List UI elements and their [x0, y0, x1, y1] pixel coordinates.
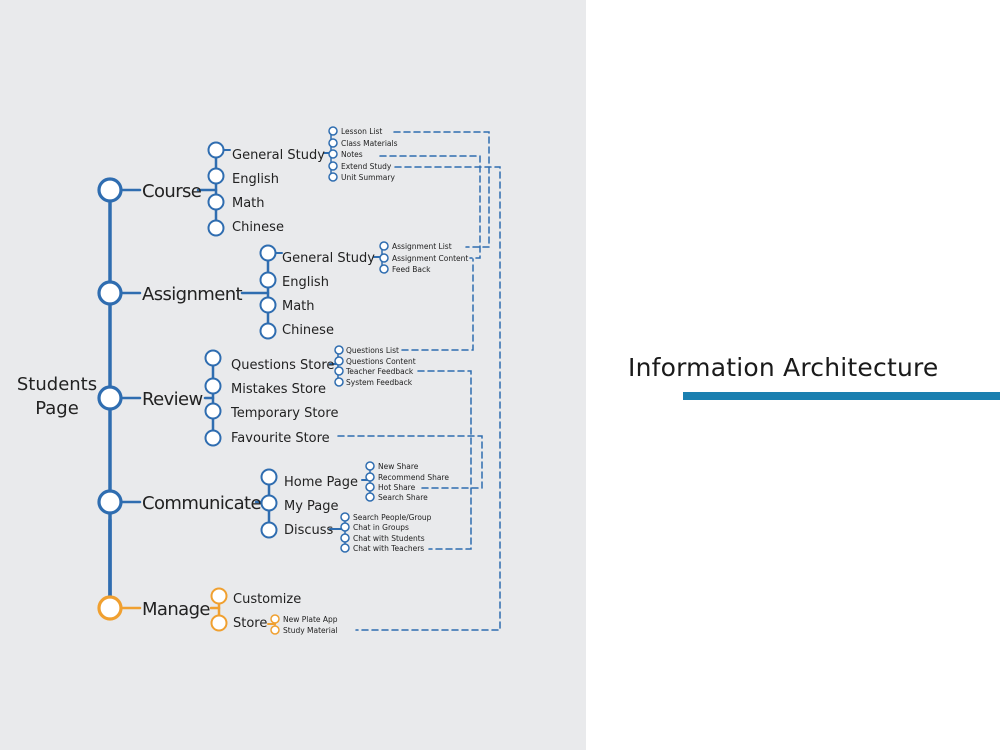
- communicate-leaf-label[interactable]: New Share: [378, 462, 419, 471]
- new-plate-app-node[interactable]: [270, 614, 280, 624]
- class-materials-node[interactable]: [328, 138, 338, 148]
- communicate-discuss-node[interactable]: [260, 521, 278, 539]
- review-leaf-label[interactable]: System Feedback: [346, 378, 413, 387]
- manage-label[interactable]: Manage: [142, 599, 211, 620]
- recommend-share-node[interactable]: [365, 472, 375, 482]
- review-node[interactable]: [97, 385, 123, 411]
- course-math-node[interactable]: [207, 193, 225, 211]
- communicate-leaf-label[interactable]: Chat with Teachers: [353, 544, 424, 553]
- manage-branch: [120, 601, 276, 631]
- course-child-label[interactable]: Chinese: [232, 220, 284, 235]
- review-label[interactable]: Review: [142, 389, 203, 410]
- communicate-child-label[interactable]: Discuss: [284, 523, 334, 538]
- assignment-math-node[interactable]: [259, 296, 277, 314]
- communicate-node[interactable]: [97, 489, 123, 515]
- communicate-child-label[interactable]: Home Page: [284, 475, 358, 490]
- communicate-leaf-label[interactable]: Recommend Share: [378, 473, 449, 482]
- title-underline-bar: [683, 392, 1000, 400]
- communicate-label[interactable]: Communicate: [142, 493, 262, 514]
- course-general-study-node[interactable]: [207, 141, 225, 159]
- review-child-label[interactable]: Questions Store: [231, 358, 334, 373]
- review-leaf-label[interactable]: Teacher Feedback: [345, 367, 414, 376]
- slide-title: Information Architecture: [628, 353, 939, 382]
- assignment-child-label[interactable]: General Study: [282, 251, 375, 266]
- left-panel: [0, 0, 586, 750]
- communicate-child-label[interactable]: My Page: [284, 499, 339, 514]
- questions-list-node[interactable]: [334, 345, 344, 355]
- communicate-my-page-node[interactable]: [260, 494, 278, 512]
- review-mistakes-store-node[interactable]: [204, 377, 222, 395]
- communicate-leaf-label[interactable]: Chat in Groups: [353, 523, 409, 532]
- search-people-group-node[interactable]: [340, 512, 350, 522]
- study-material-node[interactable]: [270, 625, 280, 635]
- review-temporary-store-node[interactable]: [204, 402, 222, 420]
- feed-back-node[interactable]: [379, 264, 389, 274]
- chat-with-students-node[interactable]: [340, 533, 350, 543]
- extend-study-node[interactable]: [328, 161, 338, 171]
- cross-links: [337, 131, 501, 631]
- manage-customize-node[interactable]: [210, 587, 228, 605]
- manage-leaf-label[interactable]: Study Material: [283, 626, 338, 635]
- course-leaf-label[interactable]: Class Materials: [341, 139, 398, 148]
- course-child-label[interactable]: English: [232, 172, 279, 187]
- manage-child-label[interactable]: Customize: [233, 592, 301, 607]
- manage-leaf-label[interactable]: New Plate App: [283, 615, 338, 624]
- course-chinese-node[interactable]: [207, 219, 225, 237]
- assignment-leaf-label[interactable]: Assignment List: [392, 242, 452, 251]
- assignment-child-label[interactable]: Math: [282, 299, 315, 314]
- root-label-line1: Students: [17, 374, 97, 395]
- communicate-leaf-label[interactable]: Chat with Students: [353, 534, 425, 543]
- root-label-line2: Page: [35, 398, 79, 419]
- review-leaf-label[interactable]: Questions List: [346, 346, 399, 355]
- review-branch: [120, 349, 339, 433]
- course-leaf-label[interactable]: Notes: [341, 150, 363, 159]
- communicate-leaf-label[interactable]: Search Share: [378, 493, 428, 502]
- assignment-list-node[interactable]: [379, 241, 389, 251]
- assignment-chinese-node[interactable]: [259, 322, 277, 340]
- hot-share-node[interactable]: [365, 482, 375, 492]
- search-share-node[interactable]: [365, 492, 375, 502]
- assignment-content-node[interactable]: [379, 253, 389, 263]
- manage-node[interactable]: [97, 595, 123, 621]
- review-favourite-store-node[interactable]: [204, 429, 222, 447]
- notes-node[interactable]: [328, 149, 338, 159]
- manage-child-label[interactable]: Store: [233, 616, 267, 631]
- review-child-label[interactable]: Favourite Store: [231, 431, 330, 446]
- information-architecture-diagram: Students Page Course Assignment Review C…: [17, 126, 501, 635]
- assignment-label[interactable]: Assignment: [142, 284, 243, 305]
- lesson-list-node[interactable]: [328, 126, 338, 136]
- communicate-leaf-label[interactable]: Search People/Group: [353, 513, 432, 522]
- assignment-node[interactable]: [97, 280, 123, 306]
- assignment-child-label[interactable]: Chinese: [282, 323, 334, 338]
- manage-store-node[interactable]: [210, 614, 228, 632]
- course-leaf-label[interactable]: Unit Summary: [341, 173, 395, 182]
- assignment-leaf-label[interactable]: Feed Back: [392, 265, 431, 274]
- course-child-label[interactable]: General Study: [232, 148, 325, 163]
- assignment-leaf-label[interactable]: Assignment Content: [392, 254, 468, 263]
- assignment-general-study-node[interactable]: [259, 244, 277, 262]
- unit-summary-node[interactable]: [328, 172, 338, 182]
- course-node[interactable]: [97, 177, 123, 203]
- system-feedback-node[interactable]: [334, 377, 344, 387]
- teacher-feedback-node[interactable]: [334, 366, 344, 376]
- course-leaf-label[interactable]: Extend Study: [341, 162, 392, 171]
- course-leaf-label[interactable]: Lesson List: [341, 127, 382, 136]
- course-label[interactable]: Course: [142, 181, 202, 202]
- assignment-english-node[interactable]: [259, 271, 277, 289]
- course-english-node[interactable]: [207, 167, 225, 185]
- new-share-node[interactable]: [365, 461, 375, 471]
- questions-content-node[interactable]: [334, 356, 344, 366]
- assignment-child-label[interactable]: English: [282, 275, 329, 290]
- review-child-label[interactable]: Mistakes Store: [231, 382, 326, 397]
- communicate-home-page-node[interactable]: [260, 468, 278, 486]
- chat-in-groups-node[interactable]: [340, 522, 350, 532]
- chat-with-teachers-node[interactable]: [340, 543, 350, 553]
- communicate-leaf-label[interactable]: Hot Share: [378, 483, 416, 492]
- review-questions-store-node[interactable]: [204, 349, 222, 367]
- review-child-label[interactable]: Temporary Store: [230, 406, 338, 421]
- review-leaf-label[interactable]: Questions Content: [346, 357, 416, 366]
- course-child-label[interactable]: Math: [232, 196, 265, 211]
